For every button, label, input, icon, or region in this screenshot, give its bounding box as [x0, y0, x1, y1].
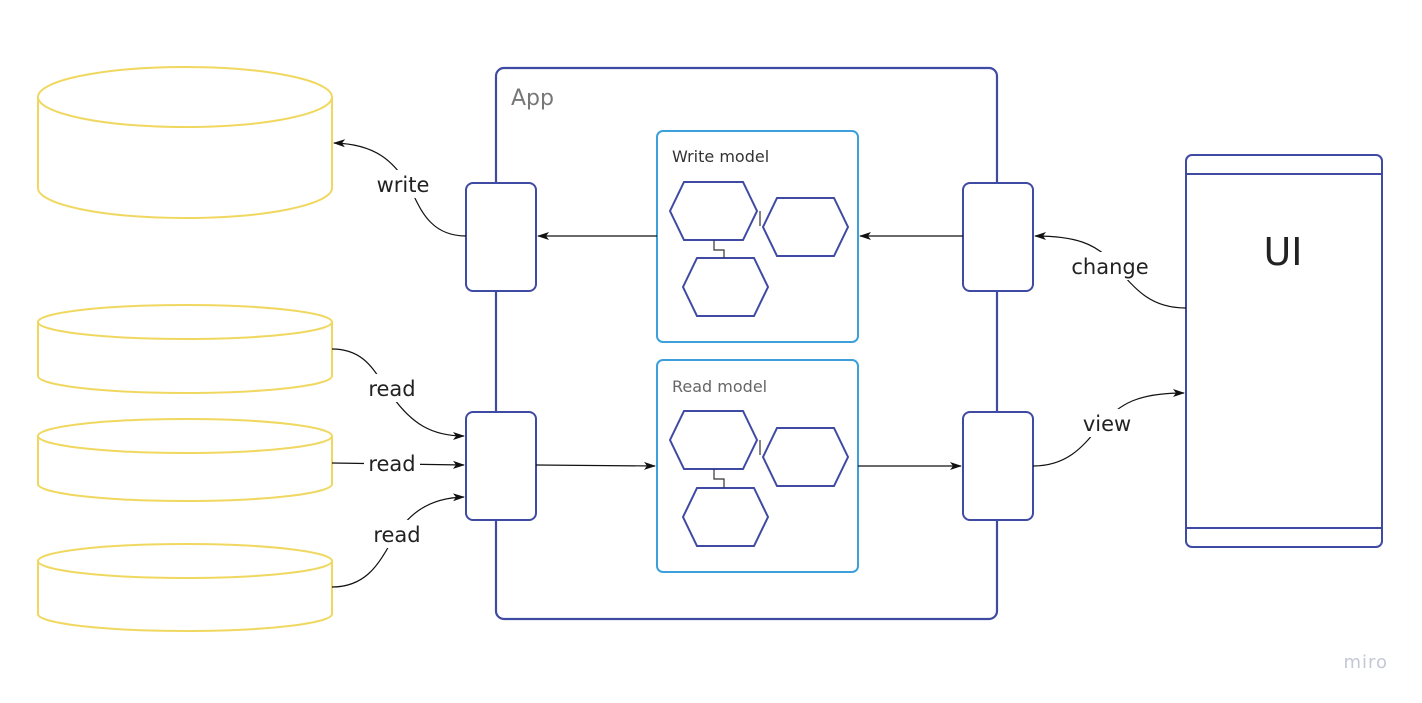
write-adapter-port[interactable]: [465, 182, 537, 292]
read-adapter-port[interactable]: [465, 411, 537, 521]
read-model-hexagon-3[interactable]: [681, 487, 770, 547]
write-database[interactable]: [37, 66, 333, 219]
write-model-hexagon-2[interactable]: [761, 197, 850, 257]
view-port[interactable]: [962, 411, 1034, 521]
read-port-to-read-model-connector: [535, 461, 656, 470]
read-edge-label-bottom: read: [373, 523, 420, 547]
read-database-1[interactable]: [37, 304, 333, 394]
read-model-title: Read model: [672, 377, 767, 396]
read-edge-label-middle: read: [368, 452, 415, 476]
read-database-2[interactable]: [37, 418, 333, 502]
read-edge-label-top: read: [368, 377, 415, 401]
ui-title: UI: [1263, 230, 1302, 274]
read-model-hexagon-2[interactable]: [761, 427, 850, 487]
app-container[interactable]: [494, 66, 999, 621]
change-port[interactable]: [962, 182, 1034, 292]
app-title: App: [511, 86, 554, 111]
change-edge-label: change: [1071, 255, 1148, 279]
read-model-hexagon-1[interactable]: [668, 410, 759, 470]
view-edge-label: view: [1083, 412, 1131, 436]
read-database-3[interactable]: [37, 543, 333, 632]
write-model-hexagon-1[interactable]: [668, 181, 759, 241]
miro-logo: miro: [1343, 652, 1388, 673]
write-model-title: Write model: [672, 147, 769, 166]
ui-device[interactable]: [1185, 154, 1383, 548]
write-model-hexagon-3[interactable]: [681, 257, 770, 317]
write-edge-label: write: [377, 173, 430, 197]
